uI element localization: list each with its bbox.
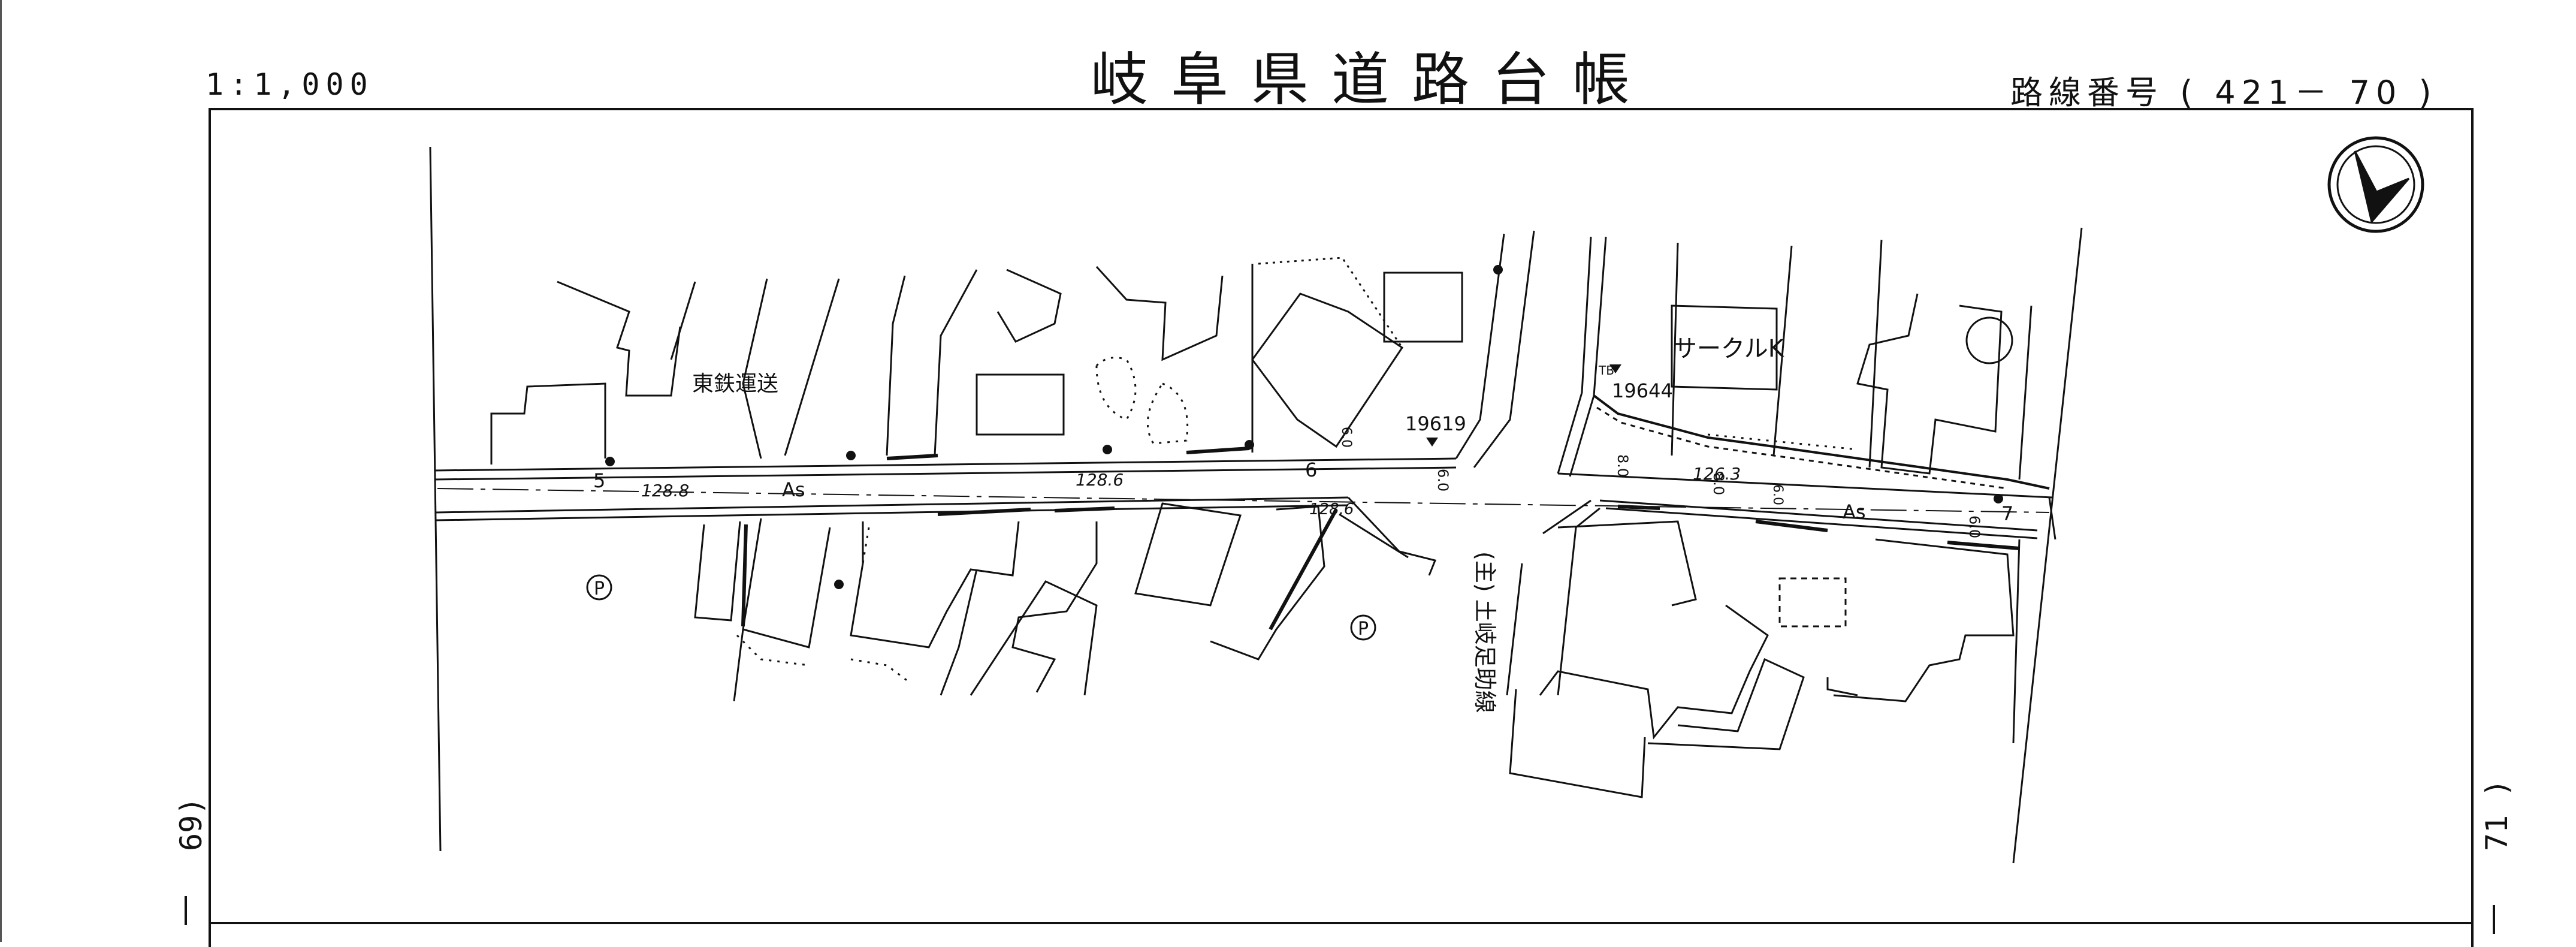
surface-label: As <box>782 478 805 501</box>
sheet-title: 岐阜県道路台帳 <box>1091 46 1653 113</box>
route-number: 路線番号 ( 421－ 70 ) <box>2010 74 2438 111</box>
road-walls <box>741 447 2020 631</box>
station-label: 6 <box>1305 459 1317 481</box>
surface-label: As <box>1843 500 1866 523</box>
map-scale: 1:1,000 <box>206 67 374 102</box>
width-label: 8.0 <box>1710 472 1727 495</box>
north-arrow-icon <box>2327 136 2424 233</box>
map-frame <box>209 108 2474 947</box>
right-boundary-line <box>2012 227 2083 864</box>
right-dash <box>2493 905 2495 934</box>
width-label: 8.0 <box>1614 454 1631 477</box>
side-road-north <box>1455 230 2050 490</box>
station-label: 5 <box>593 469 605 492</box>
property-lines <box>736 357 1858 684</box>
elevation-label: 128.8 <box>641 481 689 500</box>
buildings-south <box>694 502 2021 798</box>
width-label: 6.0 <box>1435 469 1451 491</box>
elevation-label: 128.6 <box>1309 500 1354 518</box>
parking-mark: P <box>594 578 605 599</box>
width-label: 6.0 <box>1770 484 1785 505</box>
parking-marks: P P <box>586 574 1376 641</box>
frame-bottom-line <box>209 922 2474 924</box>
building-label-tohtetsu: 東鉄運送 <box>692 372 778 396</box>
main-road <box>434 457 2056 540</box>
benchmark-label: 19619 <box>1405 412 1466 435</box>
width-label: 6.0 <box>1966 515 1983 538</box>
buildings-north <box>490 239 2033 480</box>
left-boundary-line <box>429 146 442 852</box>
elevation-label: 126.3 <box>1693 464 1741 484</box>
building-label-circle-k: サークルK <box>1673 335 1785 363</box>
survey-points <box>605 265 2003 589</box>
sheet-edge <box>0 0 2 942</box>
benchmark-label: 19644 <box>1612 379 1673 402</box>
parking-mark: P <box>1358 619 1369 640</box>
station-label: 7 <box>2001 502 2013 525</box>
width-label: 6.0 <box>1339 427 1354 448</box>
road-label-prefectural: (主) 土岐足助線 <box>1472 551 1498 713</box>
elevation-label: 128.6 <box>1076 470 1124 490</box>
left-dash <box>185 896 187 925</box>
benchmark-tag: TB <box>1598 363 1614 378</box>
